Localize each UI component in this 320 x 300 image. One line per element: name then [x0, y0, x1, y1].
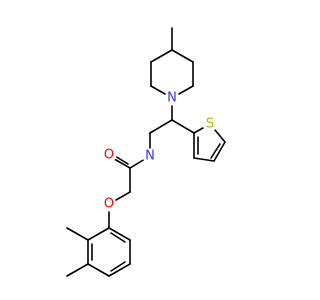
bond	[110, 232, 126, 243]
atom-label-n: N	[145, 149, 155, 164]
bond	[66, 227, 89, 241]
bond	[108, 227, 131, 241]
bond	[149, 119, 173, 134]
bond	[213, 141, 226, 162]
atom-label-o: O	[104, 148, 114, 163]
bond	[87, 263, 110, 277]
bond	[66, 263, 89, 277]
bond	[110, 261, 126, 272]
atom-labels: N N O O S	[101, 90, 218, 212]
bond	[193, 157, 215, 162]
atom-label-o: O	[104, 197, 114, 212]
atom-label-n: N	[167, 91, 177, 106]
bonds	[66, 27, 226, 277]
atom-n-amide: N	[142, 148, 158, 164]
atom-n-piperidine: N	[164, 90, 180, 106]
molecule-structure: N N O O S	[66, 27, 226, 277]
atom-o-ether: O	[101, 196, 117, 212]
bond	[87, 227, 110, 241]
atom-o-carbonyl: O	[101, 147, 117, 163]
bond	[108, 263, 131, 277]
bond	[150, 49, 173, 63]
bond	[171, 49, 194, 63]
bond	[171, 119, 195, 134]
atom-label-s: S	[206, 117, 214, 132]
atom-s-thiophene: S	[202, 116, 218, 132]
bond	[210, 143, 221, 159]
